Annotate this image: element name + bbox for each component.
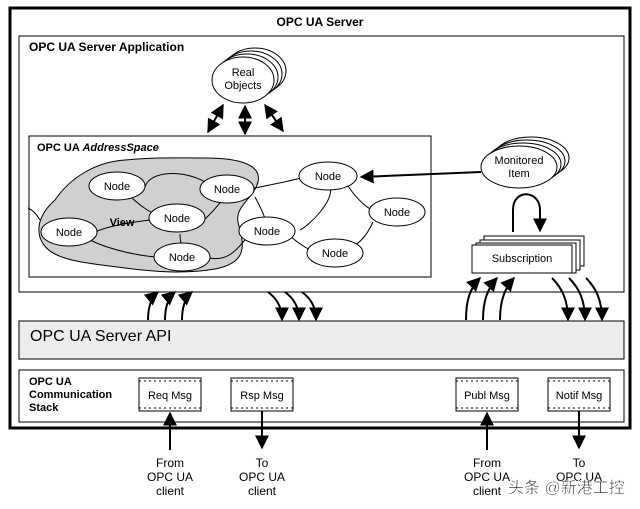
svg-text:client: client bbox=[156, 484, 185, 498]
node: Node bbox=[199, 174, 255, 204]
stack-line3: Stack bbox=[29, 402, 59, 414]
svg-text:Node: Node bbox=[254, 226, 280, 238]
subscription-label: Subscription bbox=[492, 253, 553, 265]
api-arrows-subscription-up bbox=[465, 276, 515, 321]
svg-text:OPC UA: OPC UA bbox=[464, 470, 510, 484]
svg-text:OPC UA: OPC UA bbox=[147, 470, 193, 484]
message-publ: Publ Msg bbox=[455, 377, 519, 412]
monitored-item: Monitored Item bbox=[480, 136, 570, 189]
api-arrows-middle-down bbox=[267, 291, 323, 322]
watermark-text: 头条 @新港工控 bbox=[508, 479, 625, 497]
monitored-item-line1: Monitored bbox=[495, 155, 544, 167]
svg-text:From: From bbox=[156, 456, 184, 470]
from-client-label: From OPC UA client bbox=[147, 456, 193, 498]
message-notif-label: Notif Msg bbox=[556, 390, 602, 402]
svg-text:To: To bbox=[256, 456, 269, 470]
real-objects-line1: Real bbox=[232, 67, 255, 79]
real-objects: Real Objects bbox=[211, 47, 287, 104]
node-list: Node Node Node Node Node Node Node Node bbox=[40, 161, 426, 272]
to-client-label-2: To OPC UA bbox=[556, 456, 602, 484]
stack-line1: OPC UA bbox=[29, 376, 72, 388]
message-rsp: Rsp Msg bbox=[230, 377, 294, 412]
svg-text:OPC UA: OPC UA bbox=[556, 470, 602, 484]
address-space-title: OPC UA AddressSpace bbox=[37, 142, 159, 154]
server-api-label: OPC UA Server API bbox=[30, 328, 171, 345]
api-arrows-left-up bbox=[143, 291, 194, 321]
svg-text:client: client bbox=[248, 484, 277, 498]
svg-text:Node: Node bbox=[169, 252, 195, 264]
message-req-label: Req Msg bbox=[148, 390, 192, 402]
to-client-label: To OPC UA client bbox=[239, 456, 285, 498]
real-objects-arrow-right bbox=[264, 103, 284, 133]
monitored-item-subscription-loop-arrow bbox=[512, 193, 547, 233]
real-objects-line2: Objects bbox=[224, 80, 262, 92]
svg-text:client: client bbox=[473, 484, 502, 498]
message-publ-label: Publ Msg bbox=[464, 390, 510, 402]
message-notif: Notif Msg bbox=[547, 377, 611, 412]
svg-text:Node: Node bbox=[56, 227, 82, 239]
monitored-item-to-node-arrow bbox=[359, 169, 482, 184]
monitored-item-line2: Item bbox=[508, 168, 529, 180]
svg-text:Node: Node bbox=[164, 213, 190, 225]
message-rsp-label: Rsp Msg bbox=[240, 390, 283, 402]
svg-text:Node: Node bbox=[104, 181, 130, 193]
svg-text:Node: Node bbox=[214, 184, 240, 196]
message-req: Req Msg bbox=[138, 377, 202, 412]
node: Node bbox=[368, 197, 426, 227]
real-objects-arrow-left bbox=[207, 103, 224, 134]
server-api-band bbox=[18, 320, 625, 360]
node: Node bbox=[306, 238, 364, 268]
svg-text:OPC UA: OPC UA bbox=[239, 470, 285, 484]
from-client-label-2: From OPC UA client bbox=[464, 456, 510, 498]
node: Node bbox=[88, 171, 146, 201]
svg-text:Node: Node bbox=[315, 171, 341, 183]
stack-line2: Communication bbox=[29, 389, 112, 401]
api-arrows-subscription-down bbox=[551, 277, 609, 322]
svg-text:To: To bbox=[573, 456, 586, 470]
node: Node bbox=[298, 161, 358, 191]
svg-text:Node: Node bbox=[322, 248, 348, 260]
node: Node bbox=[40, 217, 98, 247]
node: Node bbox=[153, 242, 211, 272]
svg-text:Node: Node bbox=[384, 207, 410, 219]
node: Node bbox=[148, 203, 206, 233]
communication-stack-box bbox=[18, 369, 625, 423]
subscription: Subscription bbox=[471, 235, 585, 274]
server-title: OPC UA Server bbox=[277, 15, 364, 29]
node: Node bbox=[238, 216, 296, 246]
svg-text:From: From bbox=[473, 456, 501, 470]
application-title: OPC UA Server Application bbox=[29, 40, 184, 54]
